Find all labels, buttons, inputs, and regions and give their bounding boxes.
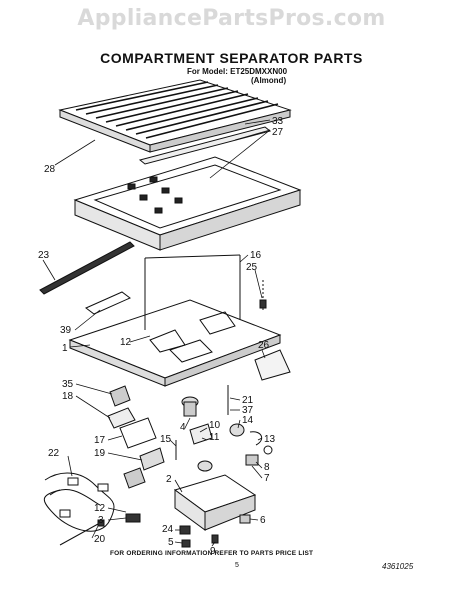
callout-label: 28 bbox=[44, 164, 56, 175]
callout-label: 17 bbox=[94, 435, 106, 446]
callout-label: 33 bbox=[272, 116, 284, 127]
callout-label: 35 bbox=[62, 379, 74, 390]
callout-label: 39 bbox=[60, 325, 72, 336]
separator-cover-drawing bbox=[73, 156, 302, 251]
callout-label: 12 bbox=[120, 337, 132, 348]
callout-label: 27 bbox=[272, 127, 284, 138]
callout-label: 13 bbox=[264, 434, 276, 445]
callout-label: 1 bbox=[62, 343, 68, 354]
callout-label: 21 bbox=[242, 395, 254, 406]
page-title: COMPARTMENT SEPARATOR PARTS bbox=[100, 50, 363, 66]
callout-label: 7 bbox=[264, 473, 270, 484]
callout-label: 5 bbox=[168, 537, 174, 548]
callout-label: 10 bbox=[209, 420, 221, 431]
callout-label: 15 bbox=[160, 434, 172, 445]
callout-label: 25 bbox=[246, 262, 258, 273]
callout-label: 23 bbox=[38, 250, 50, 261]
callout-label: 14 bbox=[242, 415, 254, 426]
model-info: For Model: ET25DMXXN00 (Almond) bbox=[187, 67, 287, 85]
callout-label: 26 bbox=[258, 340, 270, 351]
callout-label: 20 bbox=[94, 534, 106, 545]
callout-label: 8 bbox=[264, 462, 270, 473]
callout-label: 9 bbox=[210, 546, 216, 557]
callout-label: 37 bbox=[242, 405, 254, 416]
callout-label: 18 bbox=[62, 391, 74, 402]
callout-label: 4 bbox=[180, 422, 186, 433]
callout-label: 19 bbox=[94, 448, 106, 459]
callout-label: 24 bbox=[162, 524, 174, 535]
model-color: (Almond) bbox=[251, 76, 287, 85]
grille-panel-drawing bbox=[58, 79, 292, 153]
callout-label: 12 bbox=[94, 503, 106, 514]
ordering-note: FOR ORDERING INFORMATION REFER TO PARTS … bbox=[110, 550, 314, 557]
callout-label: 22 bbox=[48, 448, 60, 459]
callout-label: 6 bbox=[260, 515, 266, 526]
document-number: 4361025 bbox=[382, 562, 414, 571]
callout-label: 2 bbox=[166, 474, 172, 485]
callout-label: 16 bbox=[250, 250, 262, 261]
model-number: For Model: ET25DMXXN00 bbox=[187, 67, 288, 76]
page-number: 5 bbox=[235, 562, 239, 569]
callout-labels: 28 33 27 23 16 25 39 12 1 26 35 18 21 37… bbox=[38, 116, 284, 557]
watermark: AppliancePartsPros.com bbox=[77, 6, 386, 31]
callout-label: 11 bbox=[209, 432, 220, 443]
base-pan-drawing bbox=[68, 254, 282, 387]
callout-label: 3 bbox=[98, 515, 104, 526]
